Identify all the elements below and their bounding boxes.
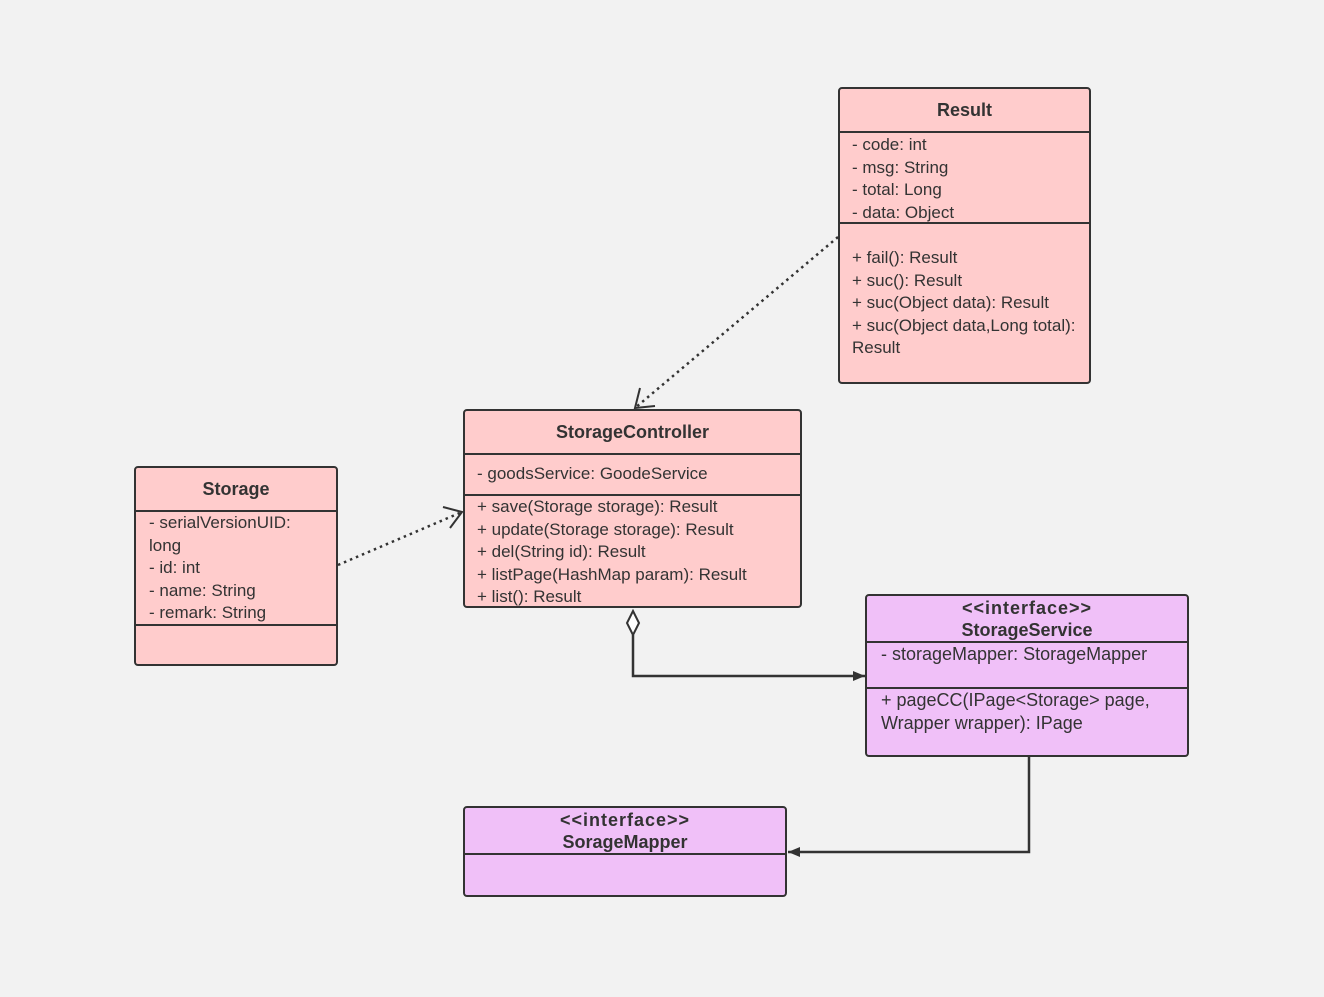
attribute: - code: int (852, 135, 927, 154)
association-service-to-mapper (788, 757, 1031, 857)
methods-section: + save(Storage storage): Result + update… (465, 494, 800, 606)
interface-header: <<interface>> SorageMapper (465, 808, 785, 854)
stereotype: <<interface>> (559, 810, 691, 830)
method: + suc(Object data): Result (852, 293, 1050, 312)
attribute: - name: String (149, 580, 256, 600)
method: + fail(): Result (852, 248, 958, 267)
interface-header: <<interface>> StorageService (867, 596, 1187, 642)
attribute: - storageMapper: StorageMapper (881, 644, 1148, 664)
attributes-section: - serialVersionUID: long - id: int - nam… (136, 510, 336, 626)
attribute: - total: Long (852, 180, 942, 199)
attribute: - data: Object (852, 202, 955, 222)
attribute: - remark: String (149, 603, 267, 622)
class-name: StorageService (961, 620, 1093, 640)
interface-storage-service[interactable]: <<interface>> StorageService - storageMa… (865, 594, 1189, 757)
attribute: - goodsService: GoodeService (477, 464, 708, 483)
class-result[interactable]: Result - code: int - msg: String - total… (838, 87, 1091, 384)
method: + listPage(HashMap param): Result (477, 564, 747, 584)
method: + save(Storage storage): Result (477, 497, 718, 516)
method: + update(Storage storage): Result (477, 519, 734, 539)
attribute: - msg: String (852, 157, 949, 177)
class-name: StorageController (555, 421, 710, 442)
interface-sorage-mapper[interactable]: <<interface>> SorageMapper (463, 806, 787, 897)
attribute: - serialVersionUID: long (149, 513, 291, 555)
attributes-section: - code: int - msg: String - total: Long … (840, 131, 1089, 224)
methods-section: + fail(): Result + suc(): Result + suc(O… (840, 222, 1089, 382)
method: + suc(Object data,Long total): Result (852, 315, 1076, 358)
class-name: SorageMapper (562, 832, 688, 852)
attribute: - id: int (149, 558, 201, 577)
aggregation-controller-to-service (625, 608, 865, 681)
method: + list(): Result (477, 587, 582, 606)
class-name: Storage (202, 478, 270, 499)
stereotype: <<interface>> (961, 598, 1093, 618)
class-name: Result (936, 99, 992, 120)
class-storage-controller[interactable]: StorageController - goodsService: GoodeS… (463, 409, 802, 608)
attributes-section: - storageMapper: StorageMapper (867, 641, 1187, 689)
method: + pageCC(IPage<Storage> page, Wrapper wr… (881, 690, 1150, 733)
dependency-result-to-controller (633, 236, 839, 410)
methods-section (136, 624, 336, 664)
method: + suc(): Result (852, 270, 963, 290)
method: + del(String id): Result (477, 542, 646, 561)
dependency-storage-to-controller (337, 506, 464, 567)
body-section (465, 853, 785, 895)
attributes-section: - goodsService: GoodeService (465, 453, 800, 495)
class-storage[interactable]: Storage - serialVersionUID: long - id: i… (134, 466, 338, 666)
methods-section: + pageCC(IPage<Storage> page, Wrapper wr… (867, 687, 1187, 755)
